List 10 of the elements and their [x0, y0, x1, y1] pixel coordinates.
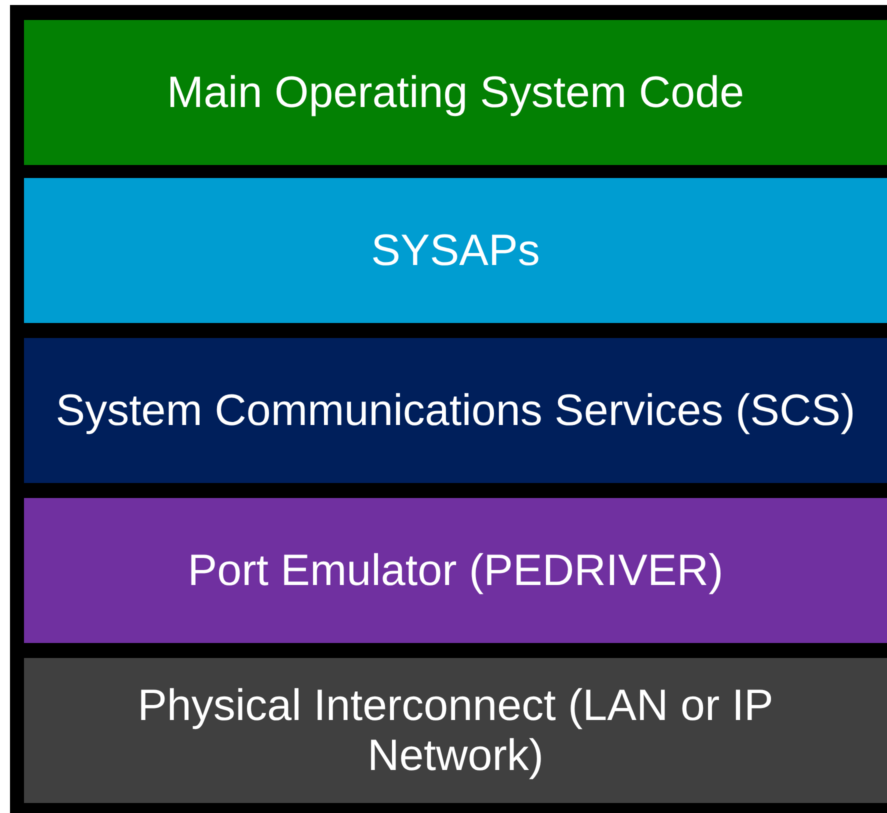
layer-band	[24, 658, 887, 803]
layer-band	[24, 20, 887, 165]
layer-label: Main Operating System Code	[166, 68, 744, 118]
layer-label: System Communications Services (SCS)	[56, 386, 856, 436]
layer-band	[24, 178, 887, 323]
layer-band	[24, 338, 887, 483]
layer-label: Port Emulator (PEDRIVER)	[188, 546, 724, 596]
layer-label: Physical Interconnect (LAN or IP Network)	[136, 680, 774, 780]
layer-band	[24, 498, 887, 643]
layer-label: SYSAPs	[371, 226, 540, 276]
